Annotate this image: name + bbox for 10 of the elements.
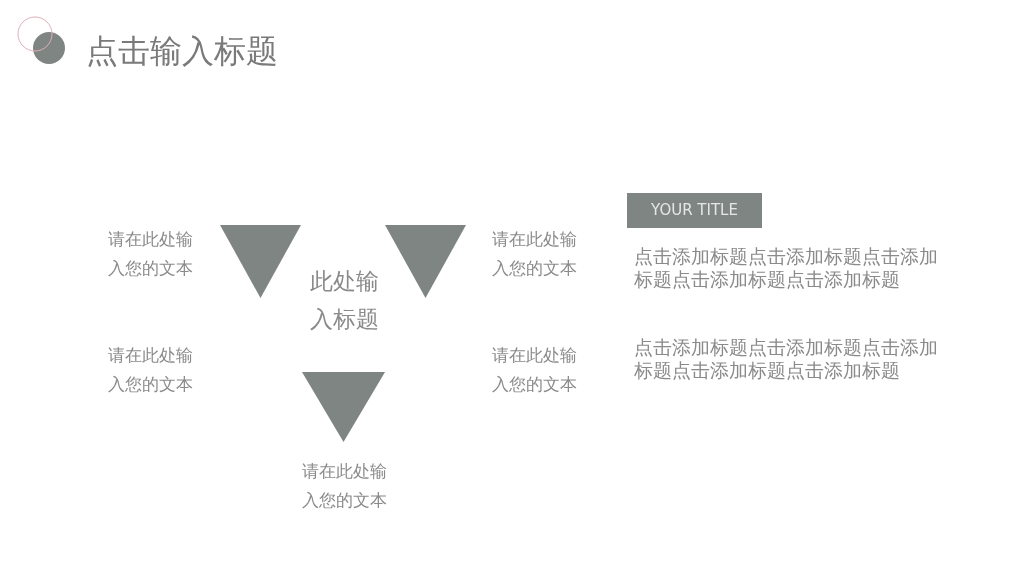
body-text: 点击添加标题点击添加标题点击添加标题点击添加标题点击添加标题 bbox=[634, 245, 939, 291]
caption-text: 请在此处输入您的文本 bbox=[490, 228, 578, 280]
slide-title: 点击输入标题 bbox=[86, 31, 278, 72]
title-box: YOUR TITLE bbox=[627, 193, 762, 228]
body-text: 点击添加标题点击添加标题点击添加标题点击添加标题点击添加标题 bbox=[634, 336, 939, 382]
center-heading: 此处输入标题 bbox=[308, 267, 380, 334]
caption-text: 请在此处输入您的文本 bbox=[106, 228, 194, 280]
caption-text: 请在此处输入您的文本 bbox=[106, 344, 194, 396]
caption-text: 请在此处输入您的文本 bbox=[300, 460, 388, 512]
caption-text: 请在此处输入您的文本 bbox=[490, 344, 578, 396]
